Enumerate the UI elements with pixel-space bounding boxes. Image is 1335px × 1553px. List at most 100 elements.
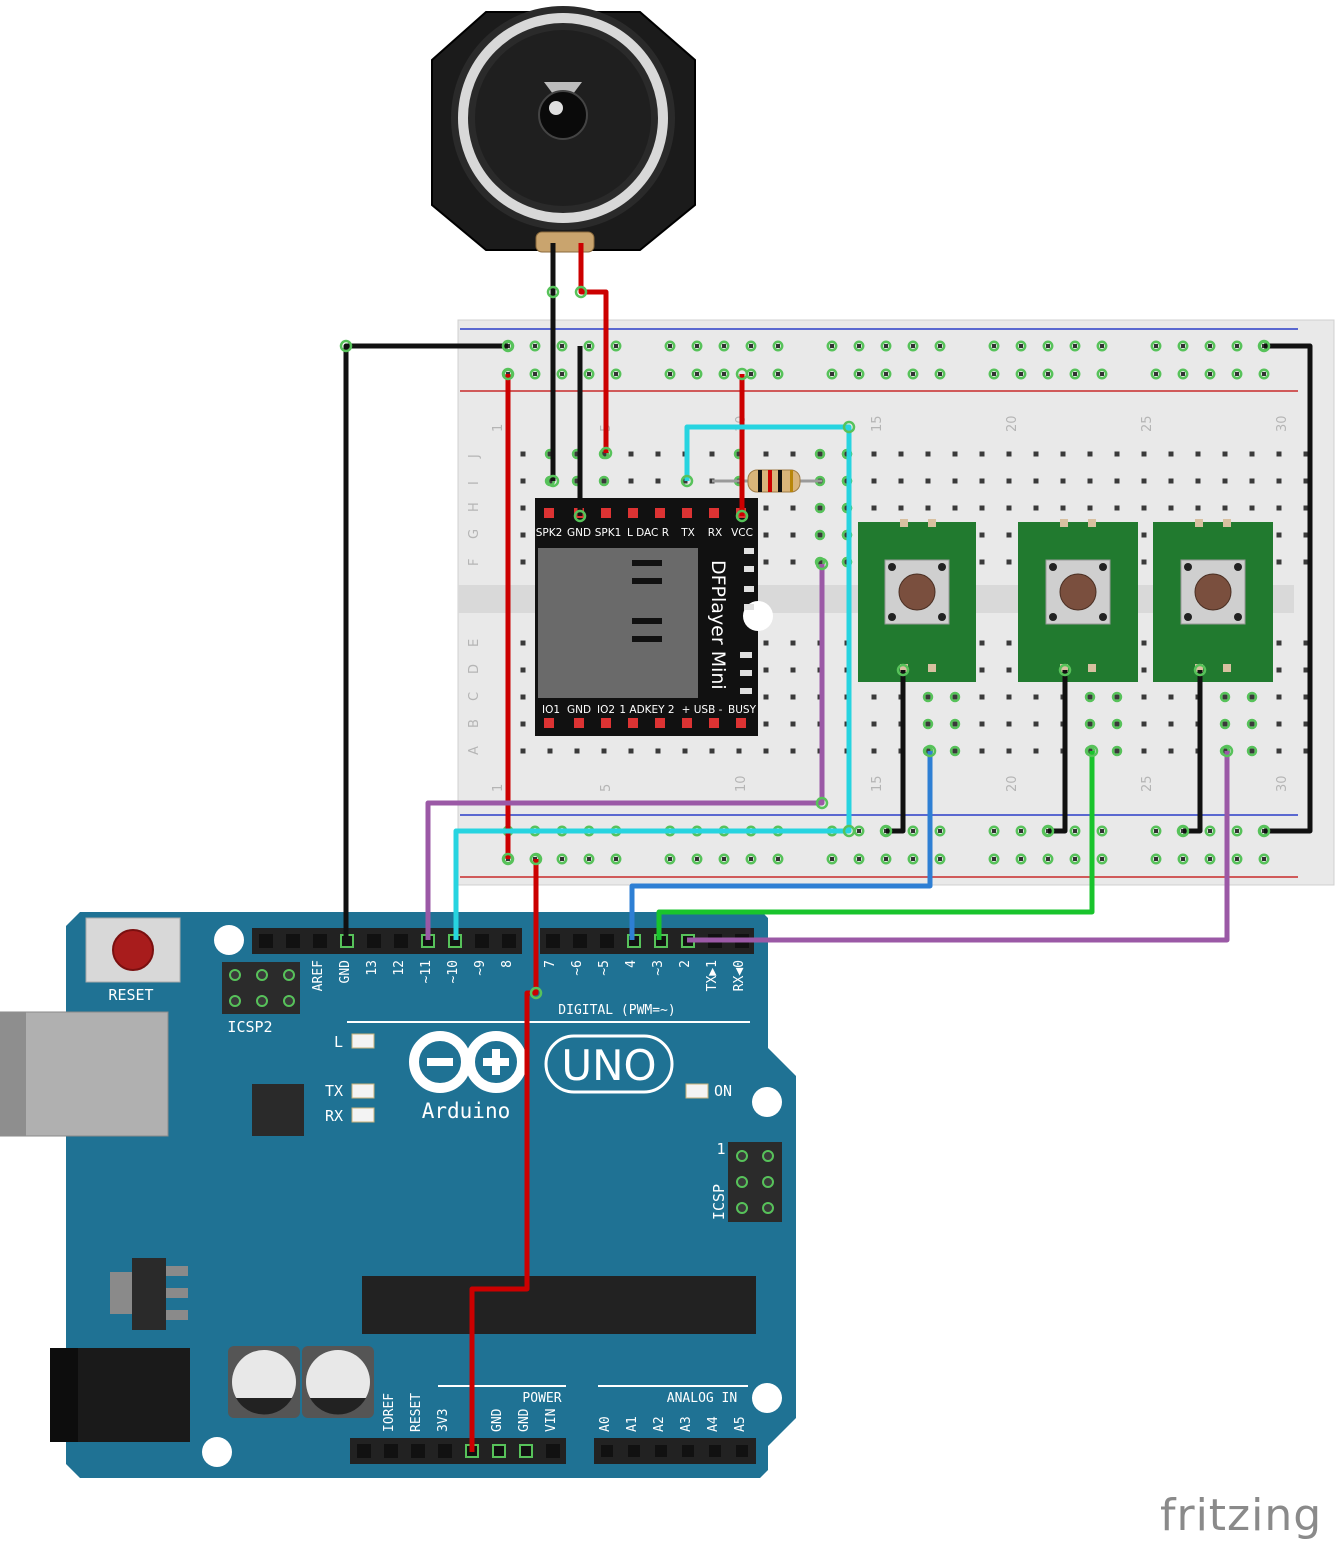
icsp-pin [736,1176,748,1188]
breadboard-hole [763,694,769,700]
rail-hole [583,368,595,380]
button-screw [1184,563,1192,571]
col-number-25-top: 25 [1140,415,1155,432]
breadboard-hole [1303,748,1309,754]
reset-label: RESET [108,986,153,1004]
breadboard-hole [1222,478,1228,484]
breadboard-hole-active [1246,745,1258,757]
uno-label: UNO [561,1041,656,1090]
breadboard-hole-active [949,691,961,703]
breadboard-hole [1303,667,1309,673]
rail-hole [718,340,730,352]
rail-hole [988,853,1000,865]
digital-sockets [259,934,749,948]
breadboard-hole [520,667,526,673]
rail-hole-core [992,372,996,376]
push-button-2 [1018,519,1138,682]
rail-hole [1258,853,1270,865]
dfplayer-pad [709,718,719,728]
rail-hole-core [1100,857,1104,861]
rail-hole-core [776,344,780,348]
breadboard-hole [1276,694,1282,700]
rail-hole-core [911,372,915,376]
wire-purple-rx [425,564,825,940]
rail-hole [853,368,865,380]
rail-hole-core [1262,372,1266,376]
wire-endpoint [501,367,515,381]
breadboard-hole [979,559,985,565]
rail-hole [1177,340,1189,352]
breadboard-hole [1114,721,1120,727]
rail-hole [907,825,919,837]
breadboard-hole [763,451,769,457]
breadboard-hole [1141,640,1147,646]
row-letter-a: A [467,746,482,755]
button-cap[interactable] [898,573,936,611]
breadboard-hole [682,748,688,754]
icsp2-pins [229,969,295,1007]
breadboard-hole [1276,748,1282,754]
breadboard-hole [1006,640,1012,646]
wire-endpoint [735,367,749,381]
logo-minus-icon [427,1058,453,1066]
breadboard-hole [1168,505,1174,511]
icsp-pin [736,1202,748,1214]
rail-hole [772,853,784,865]
df-pin-gnd-bottom: GND [567,704,591,716]
breadboard-hole [790,748,796,754]
breadboard-hole [1303,532,1309,538]
button-cap[interactable] [1059,573,1097,611]
rail-hole-core [776,372,780,376]
breadboard-hole [1168,694,1174,700]
breadboard-hole [1060,478,1066,484]
rail-hole-core [560,372,564,376]
breadboard-hole [1249,451,1255,457]
breadboard-hole [871,478,877,484]
sd-contact [632,636,662,642]
rail-hole [1231,825,1243,837]
dfplayer-pad [601,508,611,518]
rail-hole [1258,368,1270,380]
reset-button[interactable] [112,929,154,971]
breadboard-hole [979,748,985,754]
push-button-1 [858,519,976,682]
rail-hole [988,825,1000,837]
breadboard-hole [1141,478,1147,484]
rail-hole-core [992,829,996,833]
breadboard-hole [763,667,769,673]
rail-hole-core [533,372,537,376]
breadboard-hole [817,505,823,511]
digital-socket [600,934,614,948]
usb-connector[interactable] [0,1011,169,1137]
breadboard-hole [520,694,526,700]
analog-pin-label-5: A5 [733,1416,748,1432]
breadboard-hole [1033,505,1039,511]
breadboard-hole [1006,478,1012,484]
capacitor-stripe [310,1398,366,1415]
icsp2-pin [229,969,241,981]
led-on [685,1083,709,1099]
wire-endpoint [546,474,560,488]
rail-hole [664,368,676,380]
rail-hole-core [992,857,996,861]
analog-pin-label-3: A3 [679,1416,694,1432]
rail-hole [1069,825,1081,837]
button-cap[interactable] [1194,573,1232,611]
button-pad [1088,519,1096,527]
breadboard-hole [1060,451,1066,457]
rail-hole [1042,368,1054,380]
breadboard-hole-active [1111,691,1123,703]
row-letter-j: J [467,454,482,459]
power-socket [411,1444,425,1458]
dfplayer-component [744,566,754,572]
rail-hole [1204,825,1216,837]
df-pin-rx: RX [708,527,723,539]
breadboard-hole [871,694,877,700]
logo-plus-icon [492,1049,500,1075]
rail-hole-core [938,829,942,833]
digital-pin-label-4: ~11 [419,960,434,983]
rail-hole-core [830,857,834,861]
digital-socket [259,934,273,948]
wire-endpoint [815,796,829,810]
